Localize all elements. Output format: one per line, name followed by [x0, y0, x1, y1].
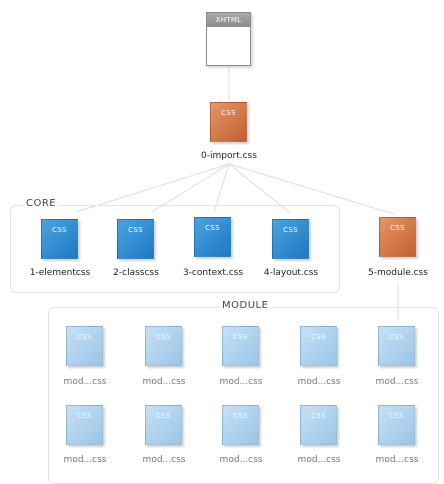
- module-file-icon: CSS: [145, 326, 182, 366]
- core-group: [10, 205, 340, 293]
- module-file-label: mod...css: [375, 455, 419, 465]
- module-file-icon: CSS: [66, 405, 103, 445]
- module-file-icon: CSS: [66, 326, 103, 366]
- xhtml-label: XHTML: [207, 13, 250, 27]
- xhtml-document: XHTML: [206, 12, 251, 66]
- module-file-icon: CSS: [378, 405, 415, 445]
- module-group-title: MODULE: [219, 300, 272, 312]
- import-css-icon: CSS: [210, 102, 247, 142]
- connector-import-core-4: [228, 163, 290, 213]
- core-css-icon: CSS: [117, 219, 154, 259]
- module-file-icon: CSS: [300, 326, 337, 366]
- core-css-icon: CSS: [41, 219, 78, 259]
- module-file-label: mod...css: [297, 455, 341, 465]
- module-file-label: mod...css: [63, 377, 107, 387]
- connector-import-core-1: [75, 163, 230, 213]
- module-file-label: mod...css: [219, 377, 263, 387]
- module-file-label: mod...css: [297, 377, 341, 387]
- module-file-label: mod...css: [375, 377, 419, 387]
- connector-import-core-2: [151, 163, 230, 213]
- module-file-label: mod...css: [219, 455, 263, 465]
- module-file-label: mod...css: [63, 455, 107, 465]
- core-css-icon: CSS: [194, 217, 231, 257]
- module-file-label: mod...css: [142, 377, 186, 387]
- connector-import-module: [228, 163, 395, 215]
- core-file-label: 1-elementcss: [29, 268, 91, 278]
- connector-import-core-3: [213, 163, 230, 213]
- import-css-label: 0-import.css: [201, 151, 257, 161]
- core-file-label: 3-context.css: [182, 268, 244, 278]
- core-file-label: 4-layout.css: [263, 268, 319, 278]
- module-file-icon: CSS: [145, 405, 182, 445]
- module-css-label: 5-module.css: [368, 268, 428, 278]
- module-file-icon: CSS: [378, 326, 415, 366]
- core-css-icon: CSS: [272, 219, 309, 259]
- core-group-title: CORE: [23, 198, 60, 210]
- module-file-icon: CSS: [222, 405, 259, 445]
- module-file-icon: CSS: [300, 405, 337, 445]
- module-css-icon: CSS: [379, 217, 416, 257]
- core-file-label: 2-classcss: [113, 268, 159, 278]
- module-file-label: mod...css: [142, 455, 186, 465]
- module-file-icon: CSS: [222, 326, 259, 366]
